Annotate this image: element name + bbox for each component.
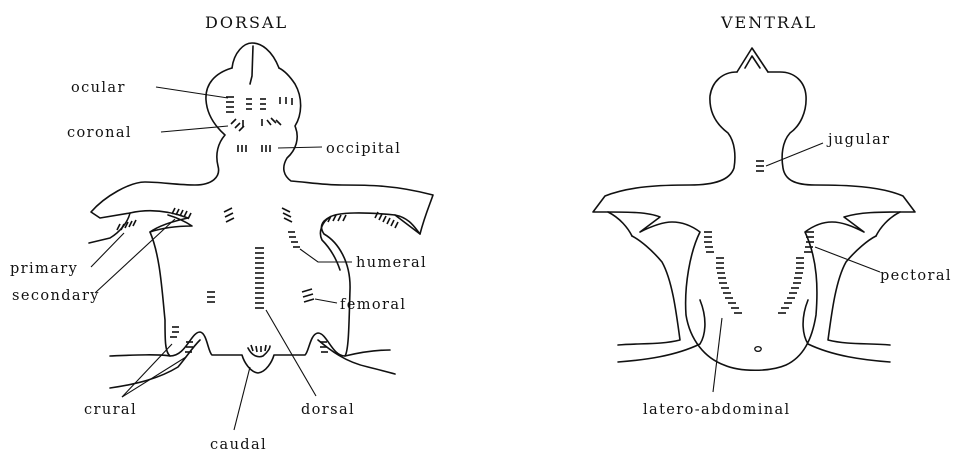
ventral-left-hand: [608, 212, 632, 236]
ventral-heading: VENTRAL: [720, 13, 817, 32]
leader-secondary: [95, 219, 175, 293]
ventral-left-shank: [618, 300, 705, 362]
dorsal-occipital-dashes: [238, 145, 270, 152]
ventral-vent: [755, 347, 761, 352]
dorsal-humeral-dashes: [288, 232, 300, 247]
label-coronal: coronal: [67, 125, 132, 141]
leader-caudal: [234, 367, 250, 430]
label-dorsal: dorsal: [301, 402, 355, 418]
leader-dorsal: [266, 310, 316, 396]
label-secondary: secondary: [12, 288, 100, 304]
dorsal-snout-midline: [250, 46, 253, 84]
leader-occipital: [278, 147, 322, 148]
dorsal-right-thigh: [345, 350, 390, 356]
label-ocular: ocular: [71, 80, 126, 96]
ventral-panel: VENTRAL: [593, 13, 952, 418]
leader-humeral: [300, 249, 352, 262]
dorsal-caudal-dashes: [251, 345, 266, 352]
leader-femoral: [315, 299, 337, 303]
dorsal-panel: DORSAL: [10, 13, 433, 453]
ventral-snout-outline: [737, 48, 768, 72]
ventral-right-thigh: [828, 236, 890, 345]
ventral-right-hand: [876, 212, 900, 236]
leader-pectoral: [815, 247, 880, 272]
dorsal-left-arm-lower: [89, 213, 130, 243]
label-pectoral: pectoral: [880, 268, 952, 284]
dorsal-snout-outline: [232, 43, 279, 68]
dorsal-ocular-dashes: [226, 97, 292, 112]
dorsal-midline-dashes: [255, 248, 264, 308]
label-caudal: caudal: [210, 437, 267, 453]
dorsal-coronal-dashes: [231, 118, 281, 131]
ventral-latero-abdominal-dashes: [716, 258, 804, 313]
label-jugular: jugular: [826, 132, 890, 148]
label-humeral: humeral: [356, 255, 427, 271]
leader-ocular: [156, 87, 228, 98]
label-occipital: occipital: [326, 141, 401, 157]
leader-jugular: [766, 143, 823, 166]
dorsal-femoral-dashes: [207, 289, 314, 302]
label-latero-abdominal: latero-abdominal: [643, 402, 791, 418]
ventral-main-outline: [593, 72, 915, 370]
dorsal-right-hand: [395, 215, 420, 234]
label-femoral: femoral: [340, 297, 406, 313]
label-crural: crural: [84, 402, 137, 418]
leader-latero-abdominal: [713, 318, 722, 392]
label-primary: primary: [10, 261, 78, 277]
dorsal-shoulder-dashes: [224, 208, 292, 222]
dorsal-heading: DORSAL: [205, 13, 288, 32]
ventral-pectoral-dashes: [704, 232, 814, 252]
ventral-jugular-dashes: [756, 161, 764, 171]
ventral-left-thigh: [618, 236, 680, 345]
dorsal-main-outline: [91, 68, 433, 373]
ventral-body-outline: [593, 48, 915, 370]
